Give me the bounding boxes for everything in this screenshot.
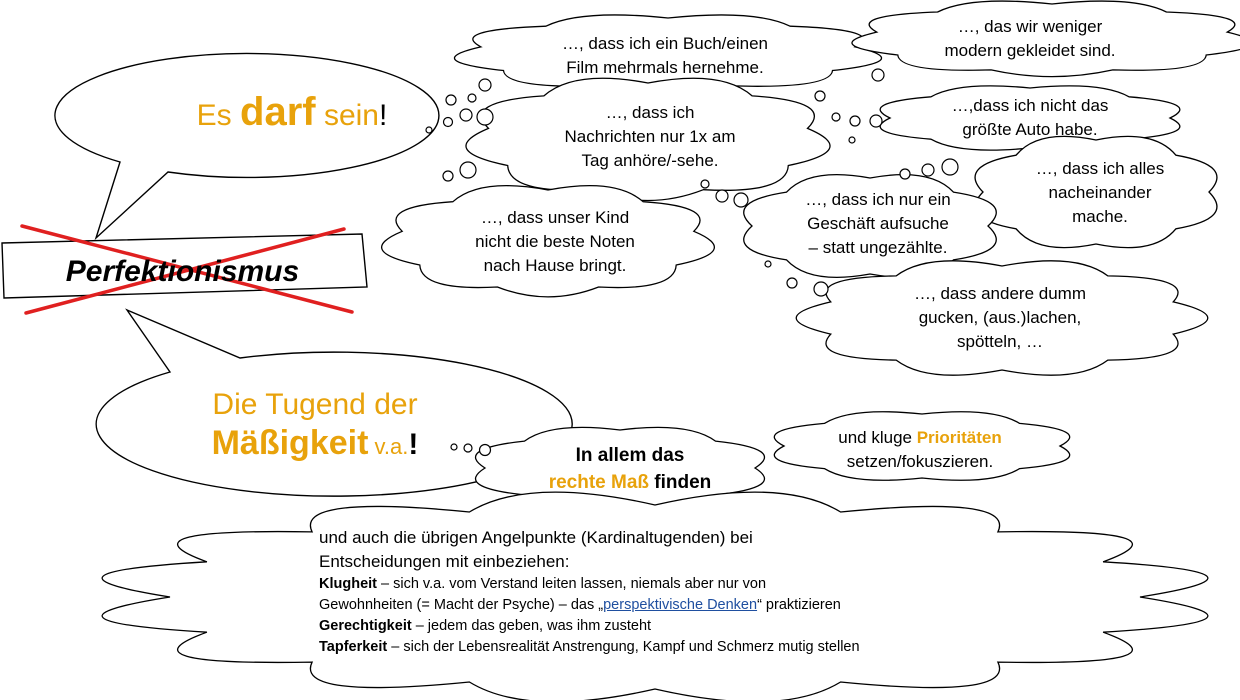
trail-dot xyxy=(478,78,492,92)
perspektivische-denken-link[interactable]: perspektivische Denken xyxy=(603,597,758,613)
trail-dot xyxy=(459,161,477,179)
trail-dot xyxy=(814,90,826,102)
trail-dot xyxy=(425,126,433,134)
cloud-alles xyxy=(974,135,1218,249)
trail-dot xyxy=(459,108,473,122)
trail-dot xyxy=(463,443,473,453)
trail-dot xyxy=(831,112,841,122)
cloud-modern xyxy=(851,0,1240,78)
trail-dot xyxy=(899,168,911,180)
mass-text: In allem das rechte Maß finden xyxy=(548,445,712,493)
prioritaeten-text: und kluge Prioritäten setzen/fokuszieren… xyxy=(838,428,1002,471)
kardinal-text: und auch die übrigen Angelpunkte (Kardin… xyxy=(319,528,860,655)
cloud-prioritaeten xyxy=(773,411,1071,481)
trail-dot xyxy=(848,136,856,144)
trail-dot xyxy=(871,68,885,82)
cloud-kardinal xyxy=(101,491,1209,700)
trail-dot xyxy=(733,192,749,208)
trail-dot xyxy=(941,158,959,176)
banner-shape xyxy=(1,233,368,299)
trail-dot xyxy=(786,277,798,289)
trail-dot xyxy=(813,281,829,297)
trail-dot xyxy=(869,114,883,128)
speech-bottom-text: Die Tugend der Mäßigkeit v.a.! xyxy=(211,388,419,462)
trail-dot xyxy=(445,94,457,106)
banner-text: Perfektionismus xyxy=(65,255,300,288)
speech-bubble-top xyxy=(54,52,440,241)
trail-dot xyxy=(715,189,729,203)
trail-dot xyxy=(476,108,494,126)
speech-top-text: Es darf sein! xyxy=(196,90,388,134)
trail-dot xyxy=(849,115,861,127)
cloud-kind xyxy=(381,185,715,298)
trail-dot xyxy=(442,116,454,128)
trail-dot xyxy=(921,163,935,177)
cloud-nachrichten xyxy=(465,77,831,202)
trail-dot xyxy=(700,179,710,189)
cross-line xyxy=(24,227,346,315)
trail-dot xyxy=(478,443,492,457)
trail-dot xyxy=(450,443,458,451)
cloud-geschaeft xyxy=(743,173,997,279)
trail-dot xyxy=(442,170,454,182)
trail-dot xyxy=(467,93,477,103)
trail-dot xyxy=(764,260,772,268)
